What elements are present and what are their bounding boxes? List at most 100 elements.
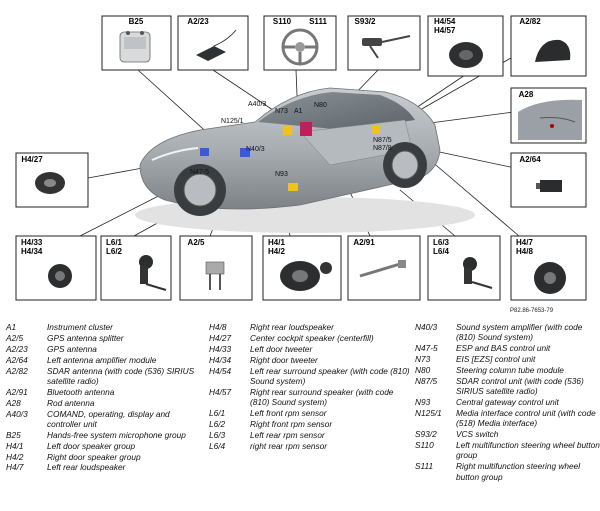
component-box-h4-33-h4-34: H4/33 H4/34	[15, 235, 97, 301]
box-label-a2-23: A2/23	[187, 17, 209, 26]
legend-code: A40/3	[6, 408, 28, 419]
box-label-s110: S110	[273, 17, 292, 26]
legend-description: Instrument cluster	[47, 322, 113, 332]
car-label-n47-5: N47-5	[190, 169, 209, 176]
legend-description: SDAR control unit (with code (536) SIRIU…	[456, 375, 584, 397]
bluetooth-antenna-icon	[359, 260, 406, 278]
legend-entry: L6/1 Left front rpm sensor	[209, 408, 414, 418]
legend-description: Right rear surround speaker (with code (…	[250, 386, 394, 408]
legend-code: A2/23	[6, 343, 28, 354]
box-label-l6-1: L6/1	[106, 238, 123, 247]
legend-code: H4/8	[209, 322, 227, 332]
legend-description: EIS [EZS] control unit	[456, 354, 536, 365]
box-label-h4-34: H4/34	[21, 247, 43, 256]
legend-description: Media interface control unit (with code …	[456, 407, 596, 429]
car-label-n87-5: N87/5	[373, 137, 392, 144]
legend-code: H4/2	[6, 451, 24, 462]
legend-code: N73	[415, 354, 431, 365]
door-speaker-icon	[280, 261, 332, 291]
legend-description: Left door tweeter	[250, 343, 313, 354]
vcs-switch-icon	[362, 35, 411, 59]
legend-entry: H4/54 Left rear surround speaker (with co…	[209, 366, 414, 387]
box-label-s111: S111	[309, 17, 327, 26]
legend-description: Left rear rpm sensor	[250, 429, 325, 440]
legend-code: L6/3	[209, 429, 226, 440]
box-label-h4-27: H4/27	[21, 155, 43, 164]
legend-description: GPS antenna	[47, 343, 97, 354]
legend-code: A2/5	[6, 332, 24, 343]
box-label-h4-57: H4/57	[434, 26, 456, 35]
component-box-l6-1-l6-2: L6/1 L6/2	[100, 235, 172, 301]
legend-description: Right multifunction steering wheel butto…	[456, 461, 581, 482]
legend-description: VCS switch	[456, 429, 499, 440]
legend-code: A28	[6, 397, 21, 408]
component-box-l6-3-l6-4: L6/3 L6/4	[427, 235, 501, 301]
legend-code: N40/3	[415, 322, 438, 332]
component-box-a2-23: A2/23	[177, 15, 249, 71]
component-box-h4-1-h4-2: H4/1 H4/2	[262, 235, 342, 301]
legend-description: Left antenna amplifier module	[47, 354, 157, 365]
sdar-antenna-icon	[535, 39, 571, 62]
legend-entry: N93 Central gateway control unit	[415, 397, 600, 407]
legend-description: right rear rpm sensor	[250, 440, 328, 451]
legend-description: ESP and BAS control unit	[456, 343, 551, 354]
car-label-n87-8: N87/8	[373, 145, 392, 152]
legend-description: Left rear loudspeaker	[47, 462, 126, 473]
legend-description: Right rear loudspeaker	[250, 322, 334, 332]
box-label-a2-5: A2/5	[188, 238, 205, 247]
legend-description: Center cockpit speaker (centerfill)	[250, 332, 374, 343]
legend-code: N87/5	[415, 375, 438, 386]
legend-description: Hands-free system microphone group	[47, 429, 186, 440]
component-box-b25: B25	[101, 15, 172, 71]
legend-entry: N73 EIS [EZS] control unit	[415, 354, 600, 364]
legend-description: Central gateway control unit	[456, 397, 559, 408]
surround-speaker-icon	[449, 42, 483, 68]
box-label-a2-64: A2/64	[519, 155, 541, 164]
legend-entry: H4/27 Center cockpit speaker (centerfill)	[209, 333, 414, 343]
legend-code: H4/1	[6, 440, 24, 451]
component-box-h4-7-h4-8: H4/7 H4/8	[510, 235, 587, 301]
legend-entry: A2/5 GPS antenna splitter	[6, 333, 206, 343]
legend-entry: A40/3 COMAND, operating, display and cont…	[6, 409, 206, 430]
legend-code: H4/54	[209, 365, 232, 376]
legend-code: N80	[415, 364, 431, 375]
legend-code: S93/2	[415, 429, 437, 440]
legend-description: Right door tweeter	[250, 354, 318, 365]
box-label-l6-3: L6/3	[433, 238, 450, 247]
legend-description: SDAR antenna (with code (536) SIRIUS sat…	[47, 365, 195, 386]
component-box-a2-91: A2/91	[347, 235, 421, 301]
legend-code: S110	[415, 440, 434, 451]
diagram-canvas: A40/3 N73 A1 N80 N125/1 N40/3 N47-5 N93 …	[15, 15, 587, 301]
box-label-h4-1: H4/1	[268, 238, 285, 247]
legend-description: COMAND, operating, display and controlle…	[47, 408, 170, 429]
legend-code: L6/1	[209, 407, 226, 418]
legend-description: GPS antenna splitter	[47, 332, 124, 343]
car-label-a40-3: A40/3	[248, 101, 266, 108]
box-label-l6-2: L6/2	[106, 247, 123, 256]
box-label-a2-91: A2/91	[353, 238, 375, 247]
legend-description: Left front rpm sensor	[250, 407, 327, 418]
car-label-n93: N93	[275, 171, 288, 178]
legend-description: Left rear surround speaker (with code (8…	[250, 365, 410, 386]
component-box-a2-82: A2/82	[510, 15, 587, 77]
box-label-a28: A28	[519, 90, 534, 99]
box-label-h4-8: H4/8	[516, 247, 533, 256]
microphone-icon	[119, 31, 151, 63]
car-label-n80: N80	[314, 102, 327, 109]
amplifier-module-icon	[536, 180, 562, 192]
legend-code: N93	[415, 397, 431, 408]
legend-code: H4/27	[209, 332, 232, 343]
legend-description: Right door speaker group	[47, 451, 141, 462]
